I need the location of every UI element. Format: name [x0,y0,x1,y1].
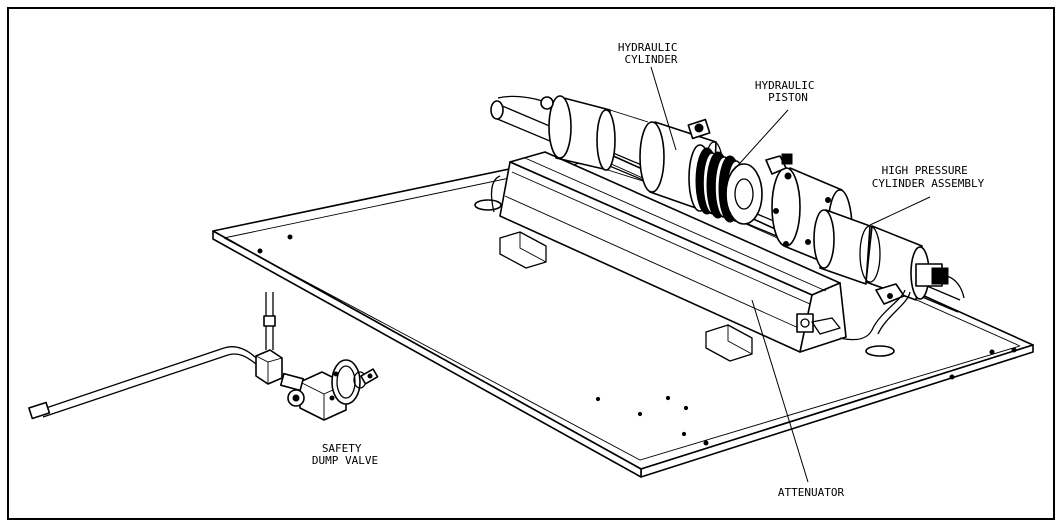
label-hydraulic-piston-line2: PISTON [768,91,808,104]
label-high-pressure-line2: CYLINDER ASSEMBLY [872,177,985,190]
svg-text:HYDRAULIC PISTON: HYDRAULIC PISTON [755,79,821,104]
label-hydraulic-cylinder-line1: HYDRAULIC [618,41,678,54]
label-safety-dump-valve-line2: DUMP VALVE [312,454,378,467]
svg-text:HIGH PRESSURE CYLINDER A: HIGH PRESSURE CYLINDER ASSEMBLY [872,164,985,190]
label-safety-dump-valve-line1: SAFETY [322,442,362,455]
safety-dump-valve [28,292,379,421]
high-pressure-cylinder-assembly [813,209,965,341]
label-hydraulic-piston-line1: HYDRAULIC [755,79,815,92]
callout-labels: HYDRAULIC CYLINDER HYDRAULIC PISTON HIGH… [312,41,985,499]
label-high-pressure-line1: HIGH PRESSURE [882,164,968,177]
attenuator [490,151,847,362]
label-hydraulic-cylinder-line2: CYLINDER [625,53,678,66]
svg-text:HYDRAULIC CYLINDER: HYDRAULIC CYLINDER [618,41,684,66]
svg-text:SAFETY DUMP VALVE: SAFETY DUMP VALVE [312,442,378,467]
leader-lines [650,66,931,483]
label-attenuator: ATTENUATOR [778,486,845,499]
